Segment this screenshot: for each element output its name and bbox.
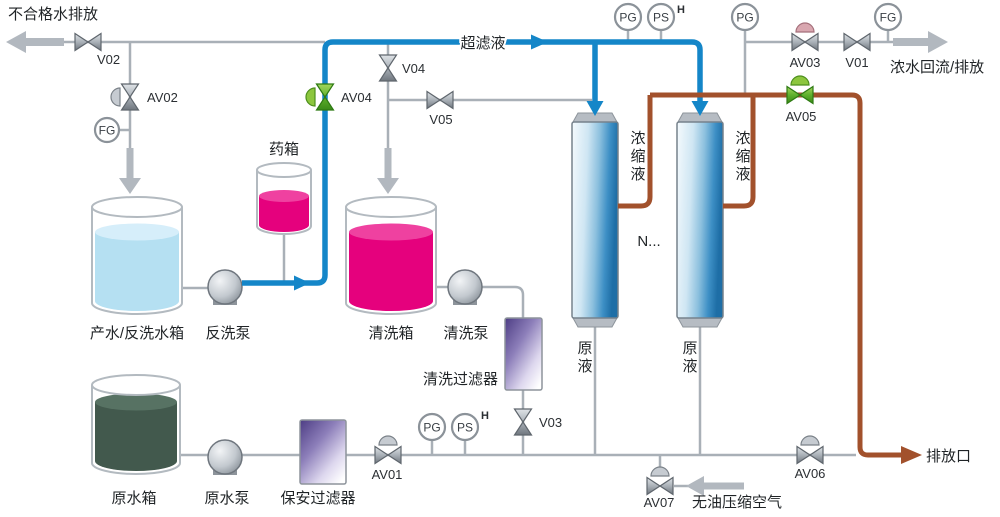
valve-av07[interactable] <box>646 466 674 496</box>
gauge-fg-left: FG <box>93 116 121 144</box>
label-product-tank: 产水/反洗水箱 <box>90 325 184 342</box>
valve-av01-label: AV01 <box>372 467 403 482</box>
tank-chemical <box>256 162 312 235</box>
valve-av01[interactable] <box>374 435 402 465</box>
arrow-drain-outlet <box>901 446 922 464</box>
label-discharge-outlet: 排放口 <box>926 448 971 465</box>
valve-av02-label: AV02 <box>147 90 178 105</box>
gauge-pg-bottom: PG <box>417 412 447 442</box>
label-unqualified-discharge: 不合格水排放 <box>8 6 98 23</box>
gauge-pg-right-label: PG <box>736 11 753 25</box>
valve-v05[interactable] <box>426 90 454 110</box>
label-concentrate-2: 浓缩液 <box>734 130 751 184</box>
pipe-ultrafiltrate-main <box>242 39 703 286</box>
label-membrane-count: N... <box>637 233 660 250</box>
gauge-fg-left-label: FG <box>99 124 116 138</box>
valve-v01[interactable] <box>843 32 871 52</box>
arrow-unqualified-discharge <box>6 31 64 53</box>
gauge-fg-right-label: FG <box>880 11 897 25</box>
valve-av02[interactable] <box>110 83 140 111</box>
gauge-ps-top: PS <box>646 2 676 32</box>
label-raw-water-tank: 原水箱 <box>111 490 156 507</box>
label-cleaning-tank: 清洗箱 <box>368 325 413 342</box>
membrane-module-2 <box>676 112 724 328</box>
pump-raw-water[interactable] <box>207 439 243 475</box>
valve-av03-label: AV03 <box>790 55 821 70</box>
label-ultrafiltrate: 超滤液 <box>460 35 505 52</box>
gauge-fg-right: FG <box>873 2 903 32</box>
tank-cleaning <box>345 196 437 315</box>
pump-backwash[interactable] <box>207 269 243 305</box>
gauge-ps-top-label: PS <box>653 11 669 25</box>
arrow-into-product-tank <box>119 148 141 194</box>
valve-v04-label: V04 <box>402 61 425 76</box>
valve-av04-label: AV04 <box>341 90 372 105</box>
tank-product-backwash <box>91 196 183 315</box>
valve-v02-label: V02 <box>97 52 120 67</box>
label-backwash-pump: 反洗泵 <box>205 325 250 342</box>
valve-av06[interactable] <box>796 435 824 465</box>
gauge-ps-bottom-label: PS <box>457 421 473 435</box>
label-cleaning-filter: 清洗过滤器 <box>423 371 498 388</box>
label-oil-free-air: 无油压缩空气 <box>692 494 782 511</box>
valve-v03-label: V03 <box>539 415 562 430</box>
arrow-into-cleaning-tank <box>377 148 399 194</box>
gauge-pg-bottom-label: PG <box>423 421 440 435</box>
label-concentrate-1: 浓缩液 <box>629 130 646 184</box>
label-raw-liquid-2: 原液 <box>681 340 698 376</box>
security-filter <box>299 419 347 485</box>
gauge-pg-top: PG <box>613 2 643 32</box>
pipe-concentrate-membrane1 <box>618 95 653 209</box>
high-alarm-flag-top: H <box>677 4 685 16</box>
label-security-filter: 保安过滤器 <box>280 490 355 507</box>
valve-v04[interactable] <box>378 54 398 82</box>
arrow-compressed-air <box>686 476 744 496</box>
membrane-module-1 <box>571 112 619 328</box>
gauge-pg-top-label: PG <box>619 11 636 25</box>
tank-raw-water <box>91 374 181 475</box>
label-raw-water-pump: 原水泵 <box>204 490 249 507</box>
valve-av07-label: AV07 <box>644 495 675 510</box>
valve-v03[interactable] <box>513 408 533 436</box>
label-concentrate-return: 浓水回流/排放 <box>890 59 984 76</box>
cleaning-filter <box>504 317 543 391</box>
valve-av05-label: AV05 <box>786 109 817 124</box>
high-alarm-flag-bottom: H <box>481 410 489 422</box>
valve-v02[interactable] <box>74 32 102 52</box>
pipe-concentrate-drain <box>650 92 901 458</box>
pipe-concentrate-membrane2 <box>723 95 756 209</box>
arrow-concentrate-return <box>893 31 948 53</box>
valve-av03[interactable] <box>791 22 819 52</box>
arrow-blue-pump-out <box>294 275 310 291</box>
arrow-blue-ultrafiltrate <box>531 34 548 50</box>
valve-v05-label: V05 <box>429 112 452 127</box>
pump-cleaning[interactable] <box>447 269 483 305</box>
valve-av05[interactable] <box>786 75 814 105</box>
gauge-pg-right: PG <box>730 2 760 32</box>
arrow-blue-into-membrane2 <box>691 101 709 116</box>
valve-av04[interactable] <box>305 83 335 111</box>
pipe-cleaning-discharge <box>482 285 525 455</box>
arrow-blue-into-membrane1 <box>586 101 604 116</box>
gauge-ps-bottom: PS <box>450 412 480 442</box>
label-raw-liquid-1: 原液 <box>576 340 593 376</box>
label-cleaning-pump: 清洗泵 <box>443 325 488 342</box>
valve-av06-label: AV06 <box>795 466 826 481</box>
valve-v01-label: V01 <box>845 55 868 70</box>
label-chemical-tank: 药箱 <box>269 141 299 158</box>
